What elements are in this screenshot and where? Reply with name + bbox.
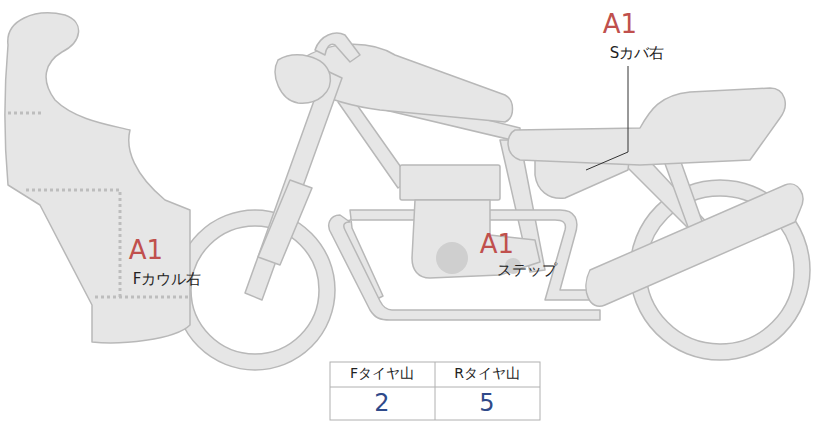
front-fork — [245, 70, 342, 300]
table-value: 5 — [479, 390, 494, 416]
callout-number: A1 — [129, 236, 163, 265]
part-name: ステップ — [497, 262, 557, 279]
table-value: 2 — [374, 390, 389, 416]
part-name: Fカウル右 — [133, 271, 202, 288]
part-name: Sカバ右 — [610, 45, 665, 62]
handlebar — [315, 33, 360, 62]
muffler — [586, 184, 803, 306]
leader-line — [586, 66, 628, 170]
tread-table — [330, 362, 540, 420]
table-rule — [435, 362, 436, 420]
table-header: Fタイヤ山 — [350, 366, 414, 381]
callout-number: A1 — [480, 230, 514, 259]
engine-cylinder — [400, 165, 500, 200]
cowl-panel-line — [8, 112, 42, 115]
headlight — [275, 55, 330, 103]
cowl-panel-line — [26, 190, 120, 297]
fork-lower — [258, 180, 312, 265]
front-cowl — [5, 13, 190, 343]
cowl-panel-line — [95, 296, 190, 299]
engine-cover — [436, 242, 468, 274]
seat — [508, 88, 785, 165]
callout-number: A1 — [603, 10, 637, 39]
table-header: Rタイヤ山 — [454, 366, 520, 381]
